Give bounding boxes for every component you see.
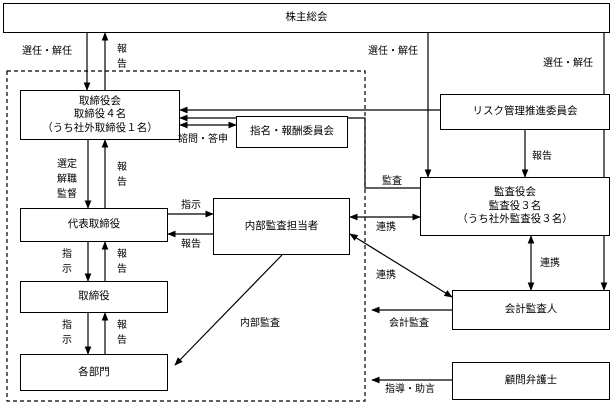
guidance-advice-label: 指導・助言: [385, 384, 435, 395]
nomination-committee-node: 指名・報酬委員会: [236, 116, 348, 148]
board-title: 取締役会: [79, 94, 121, 107]
report-label-ceo: 報告: [116, 160, 128, 190]
instruct-label-departments: 指示: [61, 318, 73, 348]
cooperate-label-audit-board: 連携: [376, 222, 396, 233]
instruct-char: 指示: [62, 320, 72, 346]
legal-counsel-label: 顧問弁護士: [504, 374, 558, 387]
elect-dismiss-label-auditor: 選任・解任: [543, 58, 593, 69]
accounting-audit-label: 会計監査: [389, 318, 429, 329]
audit-board-count: 監査役３名: [488, 199, 542, 212]
report-char: 報告: [117, 320, 127, 346]
instruct-label-internal-audit: 指示: [181, 200, 201, 211]
risk-committee-label: リスク管理推進委員会: [472, 105, 578, 118]
consult-report-label: 諮問・答申: [178, 134, 228, 145]
ceo-node: 代表取締役: [20, 208, 168, 242]
risk-committee-node: リスク管理推進委員会: [440, 94, 610, 130]
accounting-auditor-node: 会計監査人: [452, 290, 610, 330]
select-dismiss-supervise-label: 選定 解職 監督: [52, 157, 82, 202]
audit-label: 監査: [382, 176, 402, 187]
cooperate-label-auditor: 連携: [376, 270, 396, 281]
board-outside-count: （うち社外取締役１名）: [42, 121, 158, 134]
report-char: 報告: [117, 44, 127, 70]
dismiss-label: 解職: [57, 174, 77, 185]
report-label-risk: 報告: [532, 151, 552, 162]
internal-audit-edge-label: 内部監査: [240, 318, 280, 329]
board-count: 取締役４名: [73, 108, 127, 121]
report-label-departments: 報告: [116, 318, 128, 348]
cooperate-label-auditor-audit-board: 連携: [540, 258, 560, 269]
internal-audit-node: 内部監査担当者: [213, 198, 350, 255]
directors-label: 取締役: [78, 290, 110, 303]
legal-counsel-node: 顧問弁護士: [452, 362, 610, 400]
audit-board-node: 監査役会 監査役３名 （うち社外監査役３名）: [420, 177, 610, 236]
elect-dismiss-label-audit: 選任・解任: [368, 46, 418, 57]
report-char: 報告: [117, 162, 127, 188]
departments-label: 各部門: [78, 365, 110, 378]
report-label-board: 報告: [116, 42, 128, 72]
report-label-internal-audit: 報告: [181, 239, 201, 250]
directors-node: 取締役: [20, 281, 168, 313]
company-boundary: [6, 70, 366, 402]
report-label-directors: 報告: [116, 247, 128, 277]
select-label: 選定: [57, 159, 77, 170]
internal-audit-label: 内部監査担当者: [244, 219, 319, 232]
elect-dismiss-label-board: 選任・解任: [22, 46, 72, 57]
supervise-label: 監督: [57, 189, 77, 200]
instruct-label-directors: 指示: [61, 247, 73, 277]
shareholders-meeting-label: 株主総会: [285, 11, 328, 24]
instruct-char: 指示: [62, 249, 72, 275]
nomination-committee-label: 指名・報酬委員会: [250, 125, 334, 138]
accounting-auditor-label: 会計監査人: [504, 303, 558, 316]
board-node: 取締役会 取締役４名 （うち社外取締役１名）: [20, 90, 180, 140]
departments-node: 各部門: [20, 354, 168, 391]
report-char: 報告: [117, 249, 127, 275]
ceo-label: 代表取締役: [67, 218, 121, 231]
audit-board-outside-count: （うち社外監査役３名）: [457, 213, 573, 226]
shareholders-meeting-node: 株主総会: [3, 3, 610, 33]
audit-board-title: 監査役会: [494, 186, 536, 199]
